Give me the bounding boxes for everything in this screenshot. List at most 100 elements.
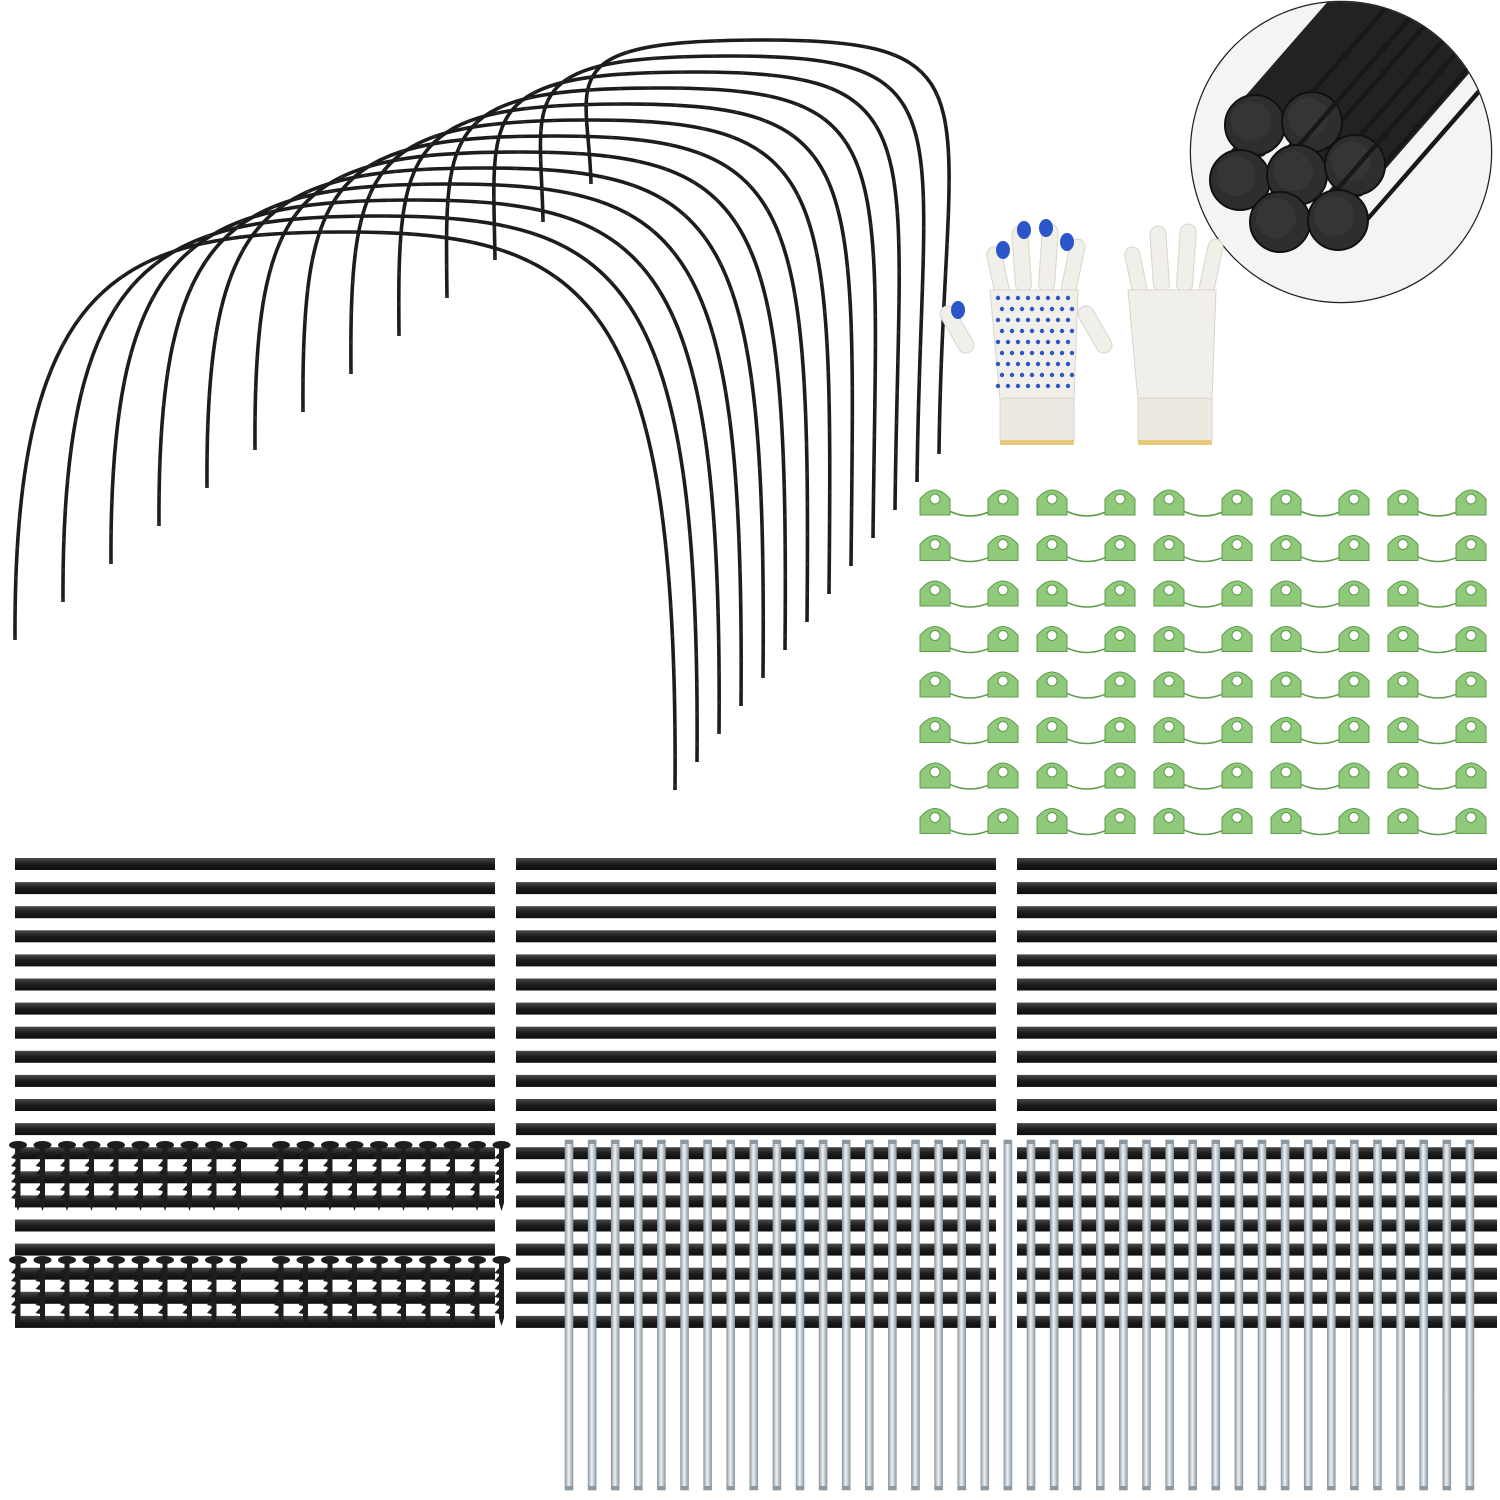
metal-connector [1119,1139,1128,1491]
green-clip [1153,580,1253,608]
stake-barb [396,1284,401,1290]
stake-barb [35,1308,40,1314]
glove-dot [999,306,1005,312]
glove-dot [1049,328,1055,334]
green-clip [1153,717,1253,745]
stake-barb [396,1292,401,1298]
stake-barb [274,1292,279,1298]
stake-tip [303,1318,308,1326]
stake-barb [35,1193,40,1199]
connector-end [1396,1486,1405,1490]
stake-barb [396,1169,401,1175]
connector-end [1327,1486,1336,1490]
clip-hole [1397,675,1409,687]
glove-dot [1065,361,1071,367]
clip-hole [929,812,941,823]
fiberglass-rod [15,1267,495,1280]
metal-connector [818,1139,828,1491]
clip-hole [1114,539,1126,550]
stake-barb [207,1300,212,1306]
stake-shaft [425,1260,431,1318]
stake-barb [207,1153,212,1159]
clip-hole [1348,675,1360,687]
hoop-highlight [350,119,831,595]
stake-barb [470,1308,475,1314]
stake-tip [138,1203,143,1211]
rod-end-texture [1256,198,1296,238]
glove-fingertip [996,241,1010,259]
stake-barb [445,1300,450,1306]
stake-tip [425,1203,431,1211]
glove-dot [1039,328,1045,334]
stake-barb [323,1193,328,1199]
connector-end [1073,1486,1082,1490]
green-clip [1036,671,1136,699]
connector-end [1281,1140,1290,1144]
connector-end [957,1486,966,1490]
clip-hole [1280,812,1292,823]
glove-dot [1035,317,1041,323]
stake-barb [84,1185,89,1191]
glove-cuff-edge [1000,440,1074,445]
stake-barb [421,1169,426,1175]
stake-barb [396,1276,401,1282]
stake-barb [323,1300,328,1306]
rod-ends-closeup-inset [1189,0,1493,304]
clips-grid [919,489,1487,836]
clip-hole [1280,721,1292,732]
ground-stake [58,1141,76,1211]
hoop [349,118,832,595]
fiberglass-rod [516,1050,996,1063]
clip-hole [1231,584,1243,596]
metal-connector [1003,1139,1013,1491]
stake-barb [445,1193,450,1199]
hoop [205,166,766,679]
stake-barb [207,1284,212,1290]
green-clip [919,808,1019,836]
stake-tip [303,1203,308,1211]
stake-barb [323,1177,328,1183]
stake-barb [347,1177,352,1183]
stake-barb [323,1284,328,1290]
ground-stake [9,1256,27,1326]
stake-shaft [303,1145,308,1203]
fiberglass-rod [15,1050,495,1063]
connector-end [1119,1140,1128,1144]
glove-dot [1019,372,1025,378]
stake-tip [401,1318,406,1326]
stake-shaft [15,1145,21,1203]
stake-barb [470,1177,475,1183]
stake-barb [11,1284,16,1290]
stake-barb [494,1177,499,1183]
stake-barb [11,1308,16,1314]
stake-shaft [327,1145,333,1203]
stake-barb [494,1153,499,1159]
connector-end [1442,1486,1451,1490]
stake-shaft [64,1145,70,1203]
stake-barb [84,1169,89,1175]
connector-end [796,1486,804,1490]
clip-hole [1231,630,1243,641]
stake-barb [372,1161,377,1167]
glove-dot [1035,339,1041,345]
connector-end [772,1486,781,1490]
green-clip [1387,717,1487,745]
ground-stake [82,1141,101,1211]
stake-barb [133,1153,138,1159]
connector-end [726,1140,735,1144]
glove-dot [1005,317,1011,323]
stake-barb [158,1292,163,1298]
glove-dot [995,361,1001,367]
stake-barb [109,1161,114,1167]
stake-barb [133,1276,138,1282]
stake-barb [182,1300,187,1306]
clip-hole [1465,493,1477,505]
connector-end [772,1140,781,1144]
glove-dot [1005,383,1011,389]
stake-tip [162,1203,168,1211]
fiberglass-rod [15,1123,495,1136]
glove-dot [1009,372,1015,378]
glove-dot [1049,350,1055,356]
green-clip [1387,626,1487,654]
green-clip [919,580,1019,608]
